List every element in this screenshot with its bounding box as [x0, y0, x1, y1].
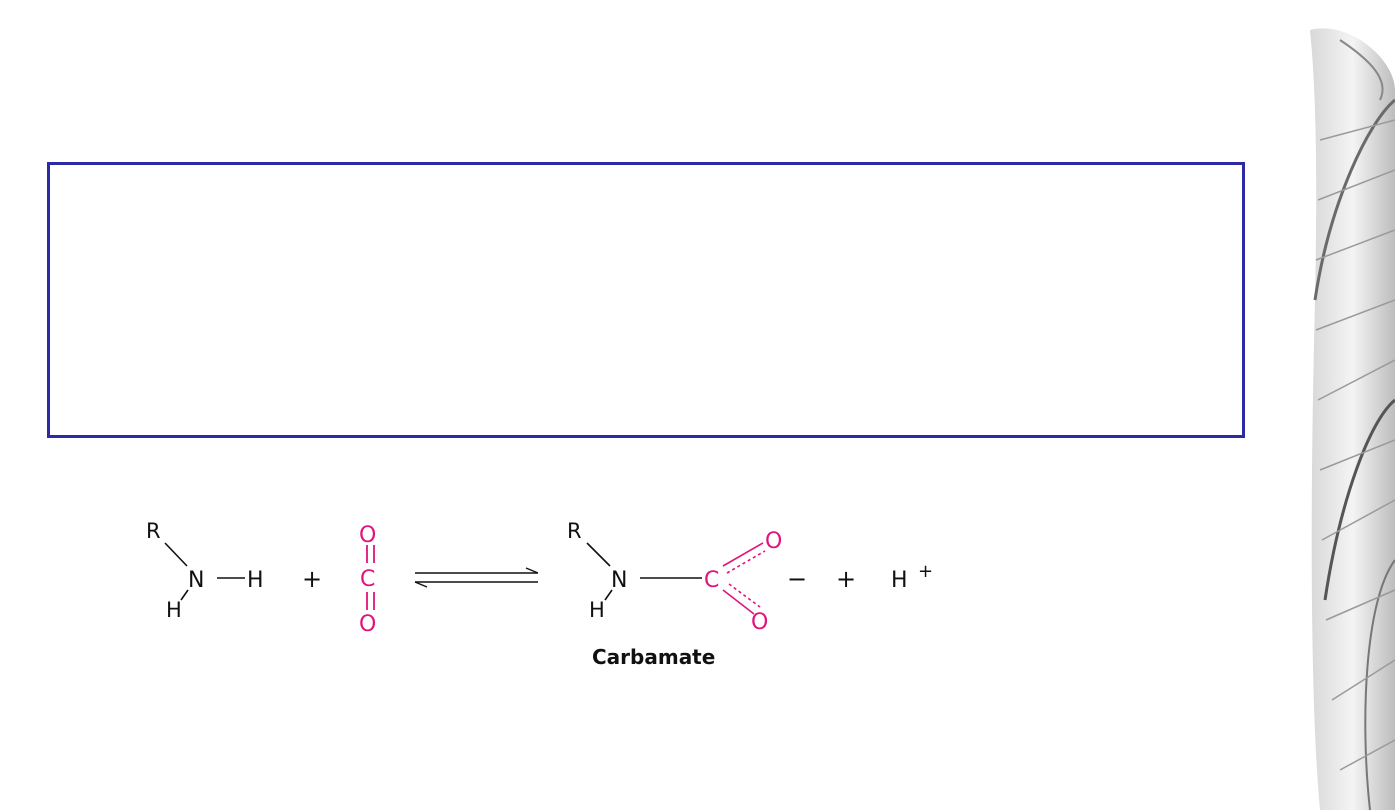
product-n-label: N — [611, 568, 627, 593]
product-h-below-label: H — [589, 598, 605, 622]
product-c-o-bottom-bond — [722, 589, 755, 615]
amine-h-right-label: H — [247, 568, 264, 593]
carbon-dioxide: O C O — [359, 523, 376, 637]
carbamate-reaction-diagram: R N H H + O C O R N H C O — [146, 519, 933, 669]
amine-r-n-bond — [164, 542, 188, 567]
amine-n-h-below-bond — [180, 589, 189, 601]
product-charge: − — [787, 565, 807, 593]
co2-c-label: C — [360, 567, 375, 592]
product-n-h-bond — [604, 589, 613, 601]
product-r-label: R — [567, 519, 582, 543]
product-label-carbamate: Carbamate — [592, 645, 715, 669]
product-o-bottom-label: O — [751, 610, 768, 635]
decorative-swirl-graphic — [1310, 28, 1395, 810]
product-c-label: C — [704, 568, 719, 593]
proton-charge: + — [918, 561, 933, 582]
product-r-n-bond — [586, 542, 611, 567]
product-c-o-top-partial-bond — [726, 550, 766, 574]
reactant-amine: R N H H — [146, 519, 264, 622]
plus-sign-2: + — [836, 565, 856, 593]
amine-h-below-label: H — [166, 598, 182, 622]
equilibrium-arrows — [414, 567, 539, 588]
product-carbamate: R N H C O O − — [567, 519, 807, 635]
co2-o-bottom-label: O — [359, 612, 376, 637]
plus-sign-1: + — [302, 565, 322, 593]
product-c-o-top-bond — [722, 542, 764, 567]
co2-o-top-label: O — [359, 523, 376, 548]
amine-n-label: N — [188, 568, 204, 593]
product-o-top-label: O — [765, 529, 782, 554]
content-box — [47, 162, 1245, 438]
product-c-o-bottom-partial-bond — [728, 583, 761, 608]
amine-r-label: R — [146, 519, 161, 543]
proton-label: H — [891, 568, 908, 593]
